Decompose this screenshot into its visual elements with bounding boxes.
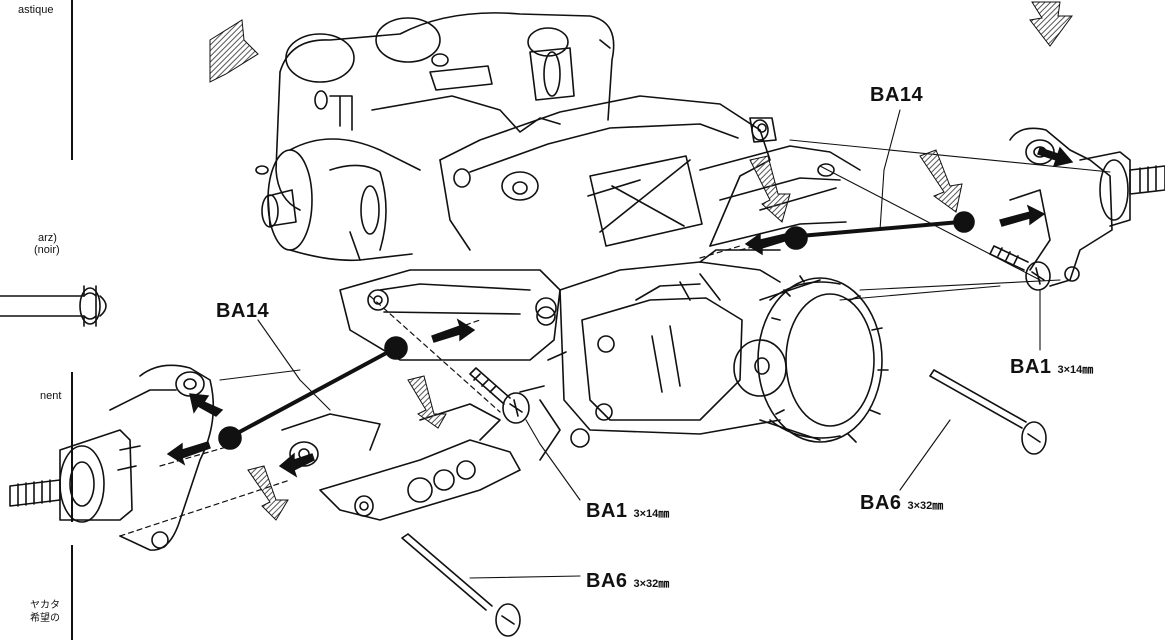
divider-mid bbox=[71, 372, 73, 522]
side-text-schwarz: arz) bbox=[38, 232, 57, 244]
callout-ba14-right-code: BA14 bbox=[870, 84, 924, 106]
callout-ba14-right: BA14 bbox=[870, 84, 923, 107]
side-text-noir: (noir) bbox=[34, 244, 60, 256]
spur-gear bbox=[757, 275, 889, 443]
callout-ba1-center: BA1 3×14㎜ bbox=[586, 500, 669, 523]
callout-ba1-right-size: 3×14㎜ bbox=[1057, 364, 1094, 376]
dogbone-part-sketch bbox=[0, 285, 107, 327]
chassis-center bbox=[519, 249, 787, 461]
side-text-jp-1: ヤカタ bbox=[30, 600, 60, 611]
callout-ba6-right-size: 3×32㎜ bbox=[907, 500, 944, 512]
divider-top bbox=[71, 0, 73, 160]
callout-ba6-right: BA6 3×32㎜ bbox=[860, 492, 943, 515]
upper-bulkhead bbox=[439, 95, 861, 251]
callout-ba14-left: BA14 bbox=[216, 300, 269, 323]
side-text-jp-2: 希望の bbox=[30, 613, 60, 624]
pin-ba6-right bbox=[929, 369, 1047, 455]
callout-ba1-center-code: BA1 bbox=[586, 500, 628, 522]
divider-bottom bbox=[71, 545, 73, 640]
leader-lines bbox=[219, 109, 1111, 579]
direction-arrows bbox=[209, 1, 1073, 521]
callout-ba6-bottom: BA6 3×32㎜ bbox=[586, 570, 669, 593]
callout-ba6-bottom-code: BA6 bbox=[586, 570, 628, 592]
callout-ba1-right-code: BA1 bbox=[1010, 356, 1052, 378]
pin-ba6-bottom bbox=[401, 533, 521, 637]
callout-ba6-bottom-size: 3×32㎜ bbox=[633, 578, 670, 590]
left-turnbuckle bbox=[218, 336, 408, 450]
motor-body bbox=[255, 138, 421, 262]
screw-ba1-center bbox=[469, 367, 530, 424]
alignment-lines bbox=[119, 235, 801, 537]
callout-ba6-right-code: BA6 bbox=[860, 492, 902, 514]
pointer-arrows bbox=[166, 146, 1074, 478]
side-text-plastique: astique bbox=[18, 4, 54, 16]
callout-ba14-left-code: BA14 bbox=[216, 300, 270, 322]
callout-ba1-right: BA1 3×14㎜ bbox=[1010, 356, 1093, 379]
lower-arm-mount bbox=[281, 269, 561, 521]
callout-ba1-center-size: 3×14㎜ bbox=[633, 508, 670, 520]
side-text-ment: nent bbox=[40, 390, 62, 402]
left-hub-carrier bbox=[9, 364, 215, 551]
